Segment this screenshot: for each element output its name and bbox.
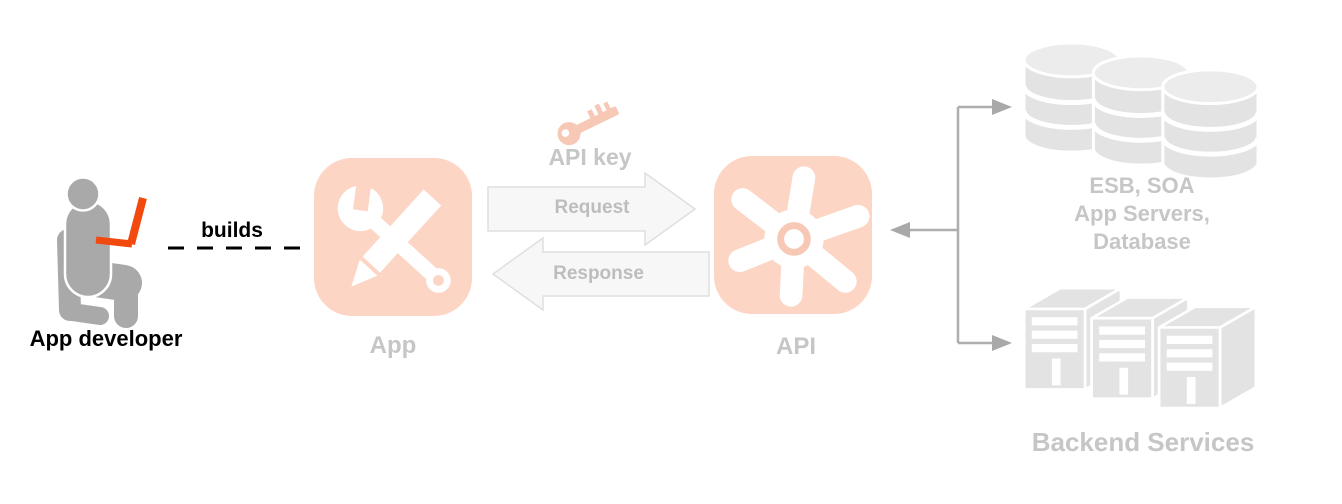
arrowhead-to-api — [890, 222, 910, 238]
laptop-icon — [95, 196, 147, 248]
response-label: Response — [553, 263, 644, 284]
arrowhead-to-database — [992, 99, 1012, 115]
app-developer-icon — [57, 176, 147, 328]
esb-line-2: App Servers, — [1074, 201, 1210, 226]
chair-seat — [63, 303, 109, 325]
api-label: API — [775, 333, 816, 360]
esb-line-1: ESB, SOA — [1089, 173, 1195, 198]
app-icon — [314, 158, 472, 316]
gear-icon — [728, 166, 870, 307]
app-label: App — [369, 332, 417, 359]
person-head — [65, 176, 101, 212]
request-label: Request — [554, 197, 630, 218]
servers-icon — [1022, 286, 1258, 410]
database-icon — [1022, 40, 1260, 182]
app-developer-label: App developer — [29, 326, 183, 351]
builds-label: builds — [201, 219, 263, 242]
esb-soa-label: ESB, SOA App Servers, Database — [1042, 172, 1242, 256]
person-torso — [63, 199, 113, 299]
api-key-label: API key — [548, 144, 632, 170]
response-arrow — [491, 236, 710, 312]
esb-line-3: Database — [1093, 229, 1191, 254]
api-key-icon — [557, 101, 619, 146]
arrowhead-to-servers — [992, 335, 1012, 351]
api-backend-connector — [890, 99, 1012, 351]
backend-services-label: Backend Services — [1031, 427, 1255, 457]
builds-dashed-line — [168, 246, 304, 250]
wrench-pencil-icon — [337, 162, 451, 293]
api-icon — [714, 156, 872, 314]
request-arrow — [487, 171, 697, 247]
